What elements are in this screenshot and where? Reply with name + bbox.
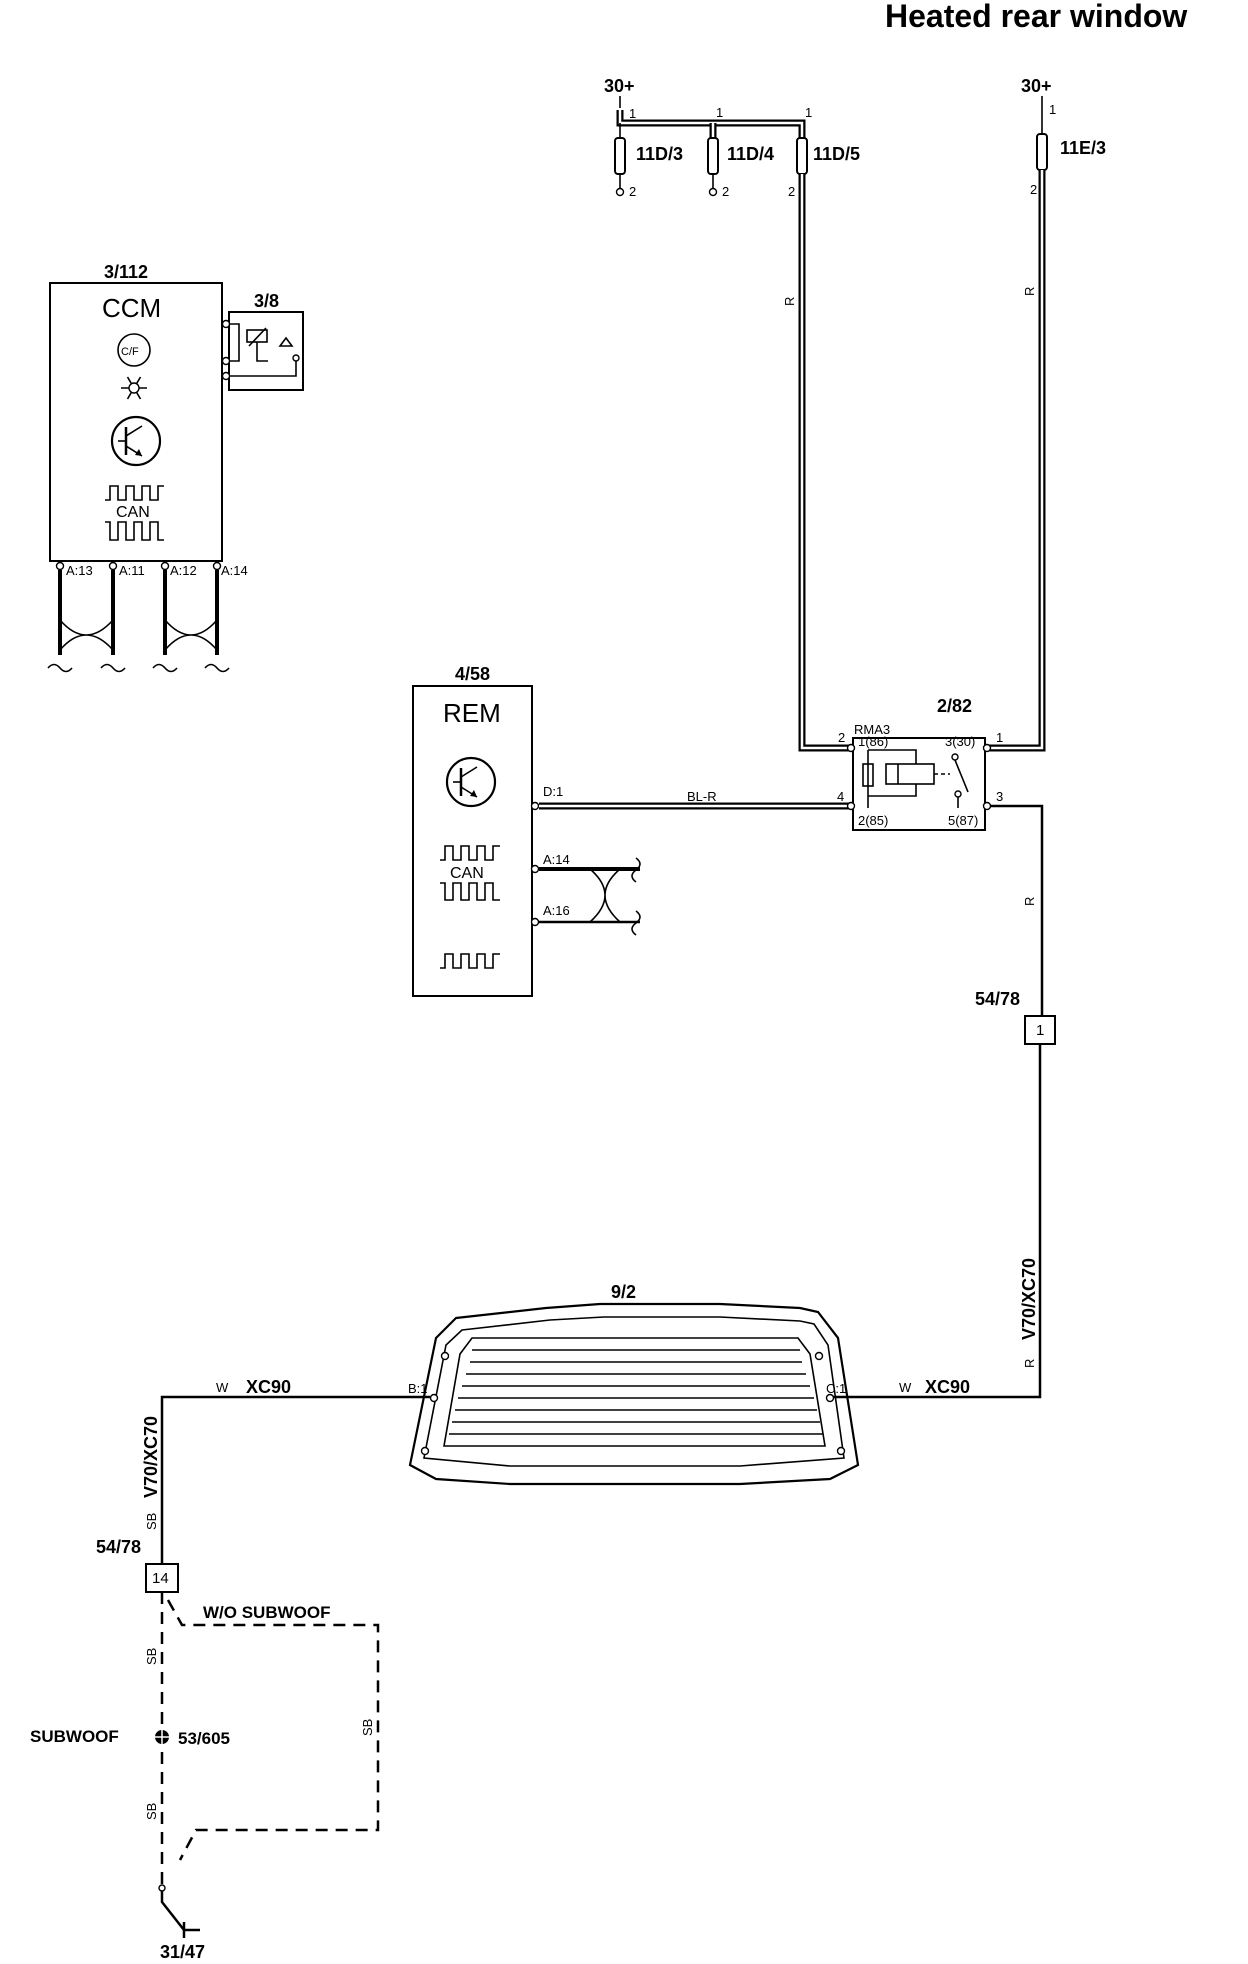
cf-button-icon (117, 333, 151, 367)
fuse-11d3: 2 11D/3 (614, 123, 683, 199)
svg-text:CAN: CAN (450, 865, 484, 882)
wo-subwoof-label: W/O SUBWOOF (203, 1603, 330, 1622)
diagram-title: Heated rear window (885, 0, 1187, 34)
ccm-module: 3/112 CCM C/F CAN (47, 262, 248, 673)
splice-id: 53/605 (178, 1729, 230, 1748)
fuse-group-left: 30+ 1 1 1 2 11D/3 2 11D/4 (604, 76, 860, 199)
svg-text:5(87): 5(87) (948, 813, 978, 828)
svg-text:CAN: CAN (116, 504, 150, 521)
svg-text:A:14: A:14 (221, 563, 248, 578)
fuse-11e3: 30+ 1 11E/3 2 (1021, 76, 1106, 197)
relay-id: 2/82 (937, 696, 972, 716)
fuse-11d5: 2 11D/5 (788, 137, 860, 199)
cf-button-label: C/F (121, 346, 139, 358)
svg-text:1: 1 (1036, 1022, 1044, 1039)
svg-text:A:12: A:12 (170, 563, 197, 578)
ccm-id: 3/112 (104, 262, 148, 282)
svg-text:1: 1 (716, 105, 723, 120)
heated-rear-window: 9/2 B:1 C:1 (408, 1282, 860, 1486)
connector-54-78-pin1: 54/78 1 (975, 989, 1056, 1045)
power-supply-label-left: 30+ (604, 76, 635, 96)
sensor-id: 3/8 (254, 291, 279, 311)
svg-text:1(86): 1(86) (858, 734, 888, 749)
fuse-11d4: 2 11D/4 (707, 137, 774, 199)
fuse-label-11d4: 11D/4 (727, 144, 774, 164)
rem-id: 4/58 (455, 664, 490, 684)
wire-color-sb-3: SB (360, 1719, 375, 1736)
fuse-label-11e3: 11E/3 (1060, 138, 1106, 158)
svg-text:3: 3 (996, 789, 1003, 804)
svg-text:2: 2 (722, 184, 729, 199)
window-id: 9/2 (611, 1282, 636, 1302)
svg-text:54/78: 54/78 (975, 989, 1020, 1009)
wire-color-w-left: W (216, 1380, 229, 1395)
rem-pin-d1: D:1 (543, 784, 563, 799)
svg-text:1: 1 (629, 106, 636, 121)
wire-color-blr: BL-R (687, 789, 717, 804)
svg-text:4: 4 (837, 789, 844, 804)
splice-icon (154, 1729, 170, 1745)
wire-color-r-1: R (782, 297, 797, 306)
relay-name: RMA3 (854, 722, 890, 737)
subwoof-label: SUBWOOF (30, 1727, 119, 1746)
ground-circuit: W/O SUBWOOF SB SB SB SUBWOOF 53/605 31/4… (30, 1592, 380, 1962)
svg-text:2: 2 (838, 730, 845, 745)
can-bus-icon: CAN (105, 485, 164, 541)
svg-text:54/78: 54/78 (96, 1537, 141, 1557)
svg-text:1: 1 (996, 730, 1003, 745)
wire-color-sb-2: SB (144, 1648, 159, 1665)
wire-color-sb-1: SB (144, 1513, 159, 1530)
wire-color-r-2: R (1022, 287, 1037, 296)
wire-color-r-3: R (1022, 897, 1037, 906)
sensor-3-8: 3/8 (221, 291, 304, 391)
svg-text:1: 1 (1049, 102, 1056, 117)
window-pin-c1: C:1 (826, 1381, 846, 1396)
svg-text:2: 2 (788, 184, 795, 199)
ground-id: 31/47 (160, 1942, 205, 1962)
transistor-icon (445, 756, 497, 808)
rem-name: REM (443, 698, 501, 728)
svg-text:2: 2 (1030, 182, 1037, 197)
rem-module: 4/58 REM CAN D:1 A:14 A:16 (412, 664, 641, 997)
ccm-name: CCM (102, 293, 161, 323)
heating-element (449, 1349, 823, 1435)
variant-label-xc90-right: XC90 (925, 1377, 970, 1397)
fuse-label-11d5: 11D/5 (813, 144, 860, 164)
variant-label-xc90-left: XC90 (246, 1377, 291, 1397)
rem-pin-a14: A:14 (543, 852, 570, 867)
fuse-label-11d3: 11D/3 (636, 144, 683, 164)
pulse-icon (440, 953, 500, 969)
snowflake-icon (121, 376, 147, 400)
connector-54-78-pin14: 54/78 14 (96, 1537, 179, 1593)
transistor-icon (110, 415, 162, 467)
wire-color-r-4: R (1022, 1359, 1037, 1368)
wire-color-sb-4: SB (144, 1803, 159, 1820)
variant-label-v70-right: V70/XC70 (1019, 1258, 1039, 1340)
svg-text:A:11: A:11 (119, 563, 145, 578)
svg-text:A:13: A:13 (66, 563, 93, 578)
relay-2-82: RMA3 2/82 2 1(86) 3(30) 1 4 2(85) 5(87) … (837, 696, 1003, 831)
svg-text:2: 2 (629, 184, 636, 199)
window-pin-b1: B:1 (408, 1381, 428, 1396)
power-supply-label-right: 30+ (1021, 76, 1052, 96)
can-bus-icon: CAN (440, 845, 500, 901)
svg-text:2(85): 2(85) (858, 813, 888, 828)
svg-text:3(30): 3(30) (945, 734, 975, 749)
variant-label-v70-left: V70/XC70 (141, 1416, 161, 1498)
ccm-pins: A:13 A:11 A:12 A:14 (47, 561, 248, 673)
rem-pin-a16: A:16 (543, 903, 570, 918)
svg-text:1: 1 (805, 105, 812, 120)
wire-color-w-right: W (899, 1380, 912, 1395)
svg-text:14: 14 (152, 1570, 169, 1587)
